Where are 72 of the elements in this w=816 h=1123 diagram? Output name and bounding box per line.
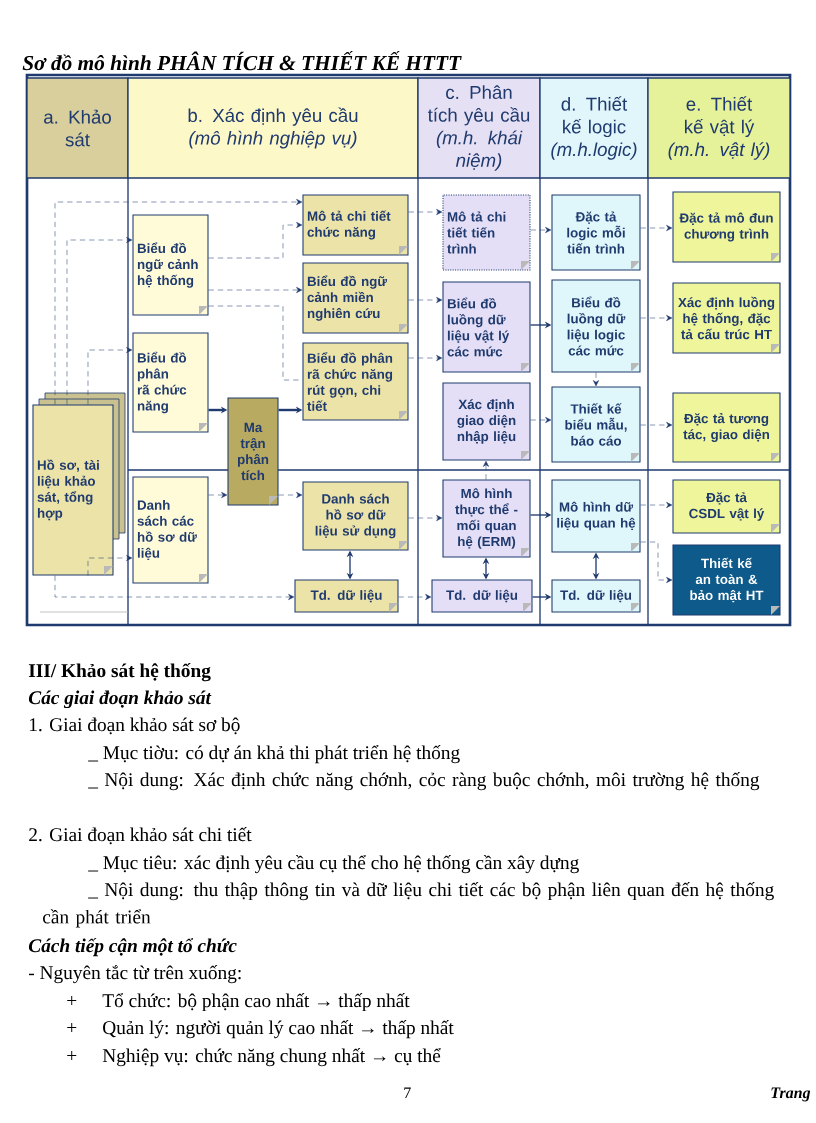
arrow (640, 225, 673, 231)
document-box: Biểu đồ luồng dữ liệu vật lý các mức (442, 281, 531, 373)
arrow (278, 492, 303, 498)
document-box: Thiết kế biểu mẫu, báo cáo (551, 386, 641, 463)
document-box: Biểu đồ luồng dữ liệu logic các mức (551, 279, 641, 373)
column-header: e. Thiết kế vật lý (m.h. vật lý) (647, 77, 791, 179)
arrow (408, 515, 443, 521)
document-box: Mô hình thực thể - mối quan hệ (ERM) (442, 479, 531, 558)
heading: III/ Khảo sát hệ thống (28, 662, 211, 682)
arrow (640, 422, 673, 428)
arrow (54, 199, 303, 405)
arrow (483, 460, 489, 480)
arrow (640, 315, 673, 321)
paragraph: _ Nội dung: thu thập thông tin và dữ liệu chi tiết các bộ phận liên quan đến hệ thống cần phát triển (43, 882, 774, 928)
document-box: Biểu đồ ngữ cảnh miền nghiên cứu (302, 262, 409, 334)
title: Sơ đồ mô hình PHÂN TÍCH & THIẾT KẾ HTTT (22, 51, 462, 71)
arrow (640, 502, 673, 508)
document-box: Xác định giao diện nhập liệu (442, 382, 531, 461)
document-box: Danh sách hồ sơ dữ liệu sử dụng (302, 481, 409, 551)
arrow (530, 417, 552, 423)
paragraph: _ Nội dung: Xác định chức năng chớnh, cỏc ràng buộc chớnh, môi trường hệ thống (88, 772, 760, 791)
arrow (87, 347, 133, 405)
arrow (408, 355, 443, 361)
arrow (208, 492, 228, 498)
arrow (408, 297, 443, 303)
document-box: Td. dữ liệu (551, 579, 641, 613)
document-box: Đặc tả logic mỗi tiến trình (551, 194, 641, 271)
arrow (398, 594, 432, 600)
document-box: Mô hình dữ liệu quan hệ (551, 479, 641, 553)
document-box: Đặc tả CSDL vật lý (672, 479, 781, 534)
document-box: Biểu đồ ngữ cảnh hệ thống (132, 214, 209, 316)
dotted-box: Mô tả chi tiết tiến trình (442, 194, 531, 271)
page-number: 7 (404, 1087, 411, 1098)
column-header: c. Phân tích yêu cầu (m.h. khái niệm) (417, 77, 541, 179)
bullet-symbol: + (67, 996, 77, 1006)
document-stack: Hồ sơ, tài liệu khảo sát, tổng hợp (32, 392, 126, 576)
arrow (408, 209, 443, 215)
document-box: Danh sách các hồ sơ dữ liệu (132, 476, 209, 584)
list-item: 1. Giai đoạn khảo sát sơ bộ (29, 717, 240, 735)
arrow (54, 575, 295, 600)
subheading: Các giai đoạn khảo sát (28, 690, 212, 709)
paragraph: _ Mục tiêu: xác định yêu cầu cụ thể cho hệ thống cần xây dựng (88, 855, 579, 874)
document-box: Mô tả chi tiết chức năng (302, 194, 409, 256)
column-header: d. Thiết kế logic (m.h.logic) (539, 77, 649, 179)
arrow (208, 287, 303, 293)
arrow (593, 372, 599, 387)
list-item: Nghiệp vụ: chức năng chung nhất → cụ thể (102, 1048, 441, 1067)
dark-box: Thiết kế an toàn & bảo mật HT (672, 544, 781, 616)
column-header: a. Khảo sát (26, 77, 129, 179)
bullet-symbol: + (67, 1051, 77, 1061)
arrow (208, 222, 303, 259)
subheading: Cách tiếp cận một tổ chức (28, 938, 237, 957)
arrow (640, 541, 673, 583)
arrow (66, 237, 133, 405)
matrix-box: Ma trận phân tích (227, 397, 279, 506)
list-item: Quản lý: người quản lý cao nhất → thấp nhất (103, 1020, 454, 1039)
document-box: Đặc tả tương tác, giao diện (672, 392, 781, 463)
document-box: Biểu đồ phân rã chức năng (132, 332, 209, 433)
document-box: Đặc tả mô đun chương trình (672, 191, 781, 263)
paragraph: _ Mục tiờu: có dự án khả thi phát triển hệ thống (88, 745, 460, 764)
list-item: 2. Giai đoạn khảo sát chi tiết (29, 827, 252, 845)
list-item: Tổ chức: bộ phận cao nhất → thấp nhất (102, 993, 410, 1012)
bullet-symbol: + (67, 1023, 77, 1033)
document-box: Td. dữ liệu (294, 579, 399, 613)
document-box: Biểu đồ phân rã chức năng rút gọn, chi tiết (302, 342, 409, 421)
list-item: - Nguyên tắc từ trên xuống: (29, 965, 241, 984)
column-header: b. Xác định yêu cầu (mô hình nghiệp vụ) (127, 77, 419, 179)
arrow (87, 555, 133, 576)
document-box: Td. dữ liệu (431, 579, 533, 613)
arrow (530, 227, 552, 233)
document-box: Xác định luồng hệ thống, đặc tả cấu trúc HT (672, 282, 781, 354)
footer-text: Trang (771, 1087, 811, 1102)
